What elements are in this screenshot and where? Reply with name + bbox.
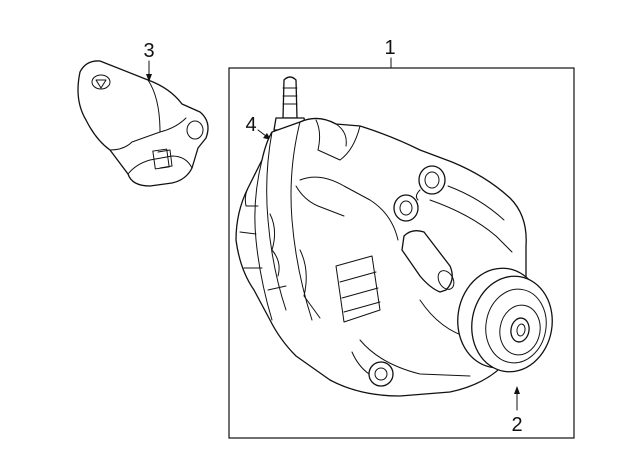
alternator	[235, 117, 527, 397]
callout-3-label: 3	[143, 40, 154, 62]
assembly-frame	[228, 67, 575, 439]
mounting-bracket	[77, 60, 209, 187]
callout-2-label: 2	[511, 414, 522, 436]
leader-arrow-2	[514, 386, 520, 411]
callout-1-label: 1	[384, 37, 395, 59]
stud-bolt	[273, 76, 307, 131]
pulley	[457, 267, 553, 373]
leader-arrow-3	[146, 60, 152, 82]
callout-4-label: 4	[245, 114, 256, 136]
